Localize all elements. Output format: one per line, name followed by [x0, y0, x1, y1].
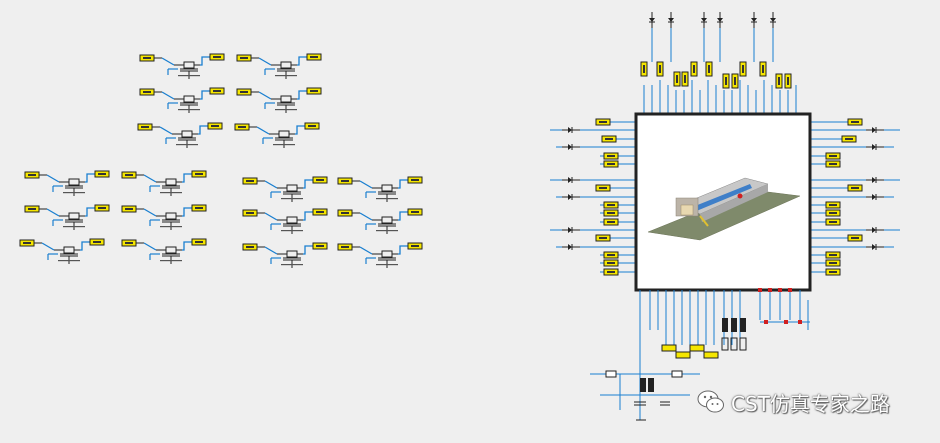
transistor-block	[243, 177, 327, 202]
transistor-block	[237, 54, 321, 79]
transistor-block	[338, 177, 422, 202]
transistor-block	[237, 88, 321, 113]
transistor-block	[243, 209, 327, 234]
transistor-group-top	[138, 54, 321, 148]
left-diodes	[561, 126, 581, 251]
transistor-block	[20, 239, 104, 264]
bottom-markers	[758, 288, 802, 324]
bottom-inductors	[721, 318, 747, 351]
transistor-group-left	[20, 171, 206, 264]
filter-network	[605, 370, 683, 421]
transistor-block	[243, 243, 327, 268]
watermark: CST仿真专家之路	[697, 388, 890, 416]
transistor-block	[25, 171, 109, 196]
transistor-block	[140, 88, 224, 113]
right-diodes	[865, 126, 885, 251]
transistor-block	[338, 209, 422, 234]
top-ports	[640, 61, 792, 89]
transistor-block	[338, 243, 422, 268]
transistor-block	[122, 205, 206, 230]
transistor-block	[122, 171, 206, 196]
chip-package	[550, 11, 900, 421]
transistor-block	[138, 123, 222, 148]
transistor-group-right	[243, 177, 422, 268]
transistor-block	[25, 205, 109, 230]
transistor-block	[140, 54, 224, 79]
bottom-ports	[661, 344, 719, 359]
transistor-block	[235, 123, 319, 148]
top-diodes	[648, 11, 777, 29]
watermark-text: CST仿真专家之路	[731, 391, 890, 416]
chip-package-3d-model	[647, 177, 801, 241]
transistor-block	[122, 239, 206, 264]
wechat-icon	[697, 390, 724, 413]
